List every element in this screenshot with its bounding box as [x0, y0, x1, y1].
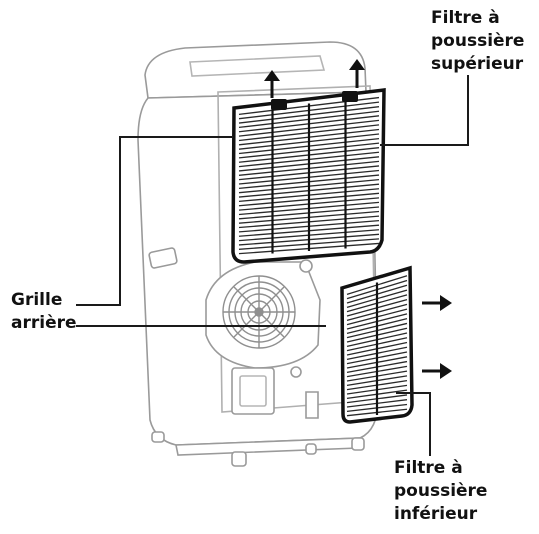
arrow-right-icon [422, 295, 452, 311]
upper-filter-slats [238, 96, 380, 255]
upper-round-port [299, 259, 313, 273]
hose-connector [305, 391, 319, 419]
wheel-mid [305, 443, 317, 455]
label-line: poussière [394, 481, 488, 501]
leader-upper-filter [380, 75, 469, 146]
fan-housing [205, 261, 321, 369]
label-rear-grille: Grille arrière [11, 289, 77, 335]
side-handle-slot [148, 247, 178, 269]
arrow-right-icon [422, 363, 452, 379]
label-line: Filtre à [431, 8, 500, 28]
label-lower-dust-filter: Filtre à poussière inférieur [394, 457, 487, 526]
leader-rear-grille-top [76, 136, 232, 306]
wheel-front-left [231, 451, 247, 467]
unit-top-cap [144, 41, 367, 99]
arrows [264, 59, 452, 379]
control-box [231, 367, 275, 415]
fan-icon [222, 275, 296, 349]
arrow-up-icon [264, 70, 280, 98]
upper-filter-tab-right [342, 91, 358, 102]
leader-lower-filter [396, 392, 431, 456]
leader-lines [76, 75, 469, 456]
drain-plug [290, 366, 302, 378]
unit-top-panel-detail [189, 55, 326, 77]
label-line: supérieur [431, 54, 524, 74]
upper-filter-tab-left [271, 99, 287, 110]
label-line: Grille [11, 290, 63, 310]
control-box-inner [239, 375, 267, 407]
lower-filter-slats [346, 275, 408, 417]
label-line: inférieur [394, 504, 478, 524]
wheel-back-left [151, 431, 165, 443]
arrow-up-icon [349, 59, 365, 88]
label-line: poussière [431, 31, 525, 51]
upper-dust-filter [231, 88, 386, 264]
label-line: Filtre à [394, 458, 463, 478]
lower-dust-filter [340, 265, 414, 424]
wheel-front-right [351, 437, 365, 451]
label-line: arrière [11, 313, 77, 333]
label-upper-dust-filter: Filtre à poussière supérieur [431, 7, 524, 76]
